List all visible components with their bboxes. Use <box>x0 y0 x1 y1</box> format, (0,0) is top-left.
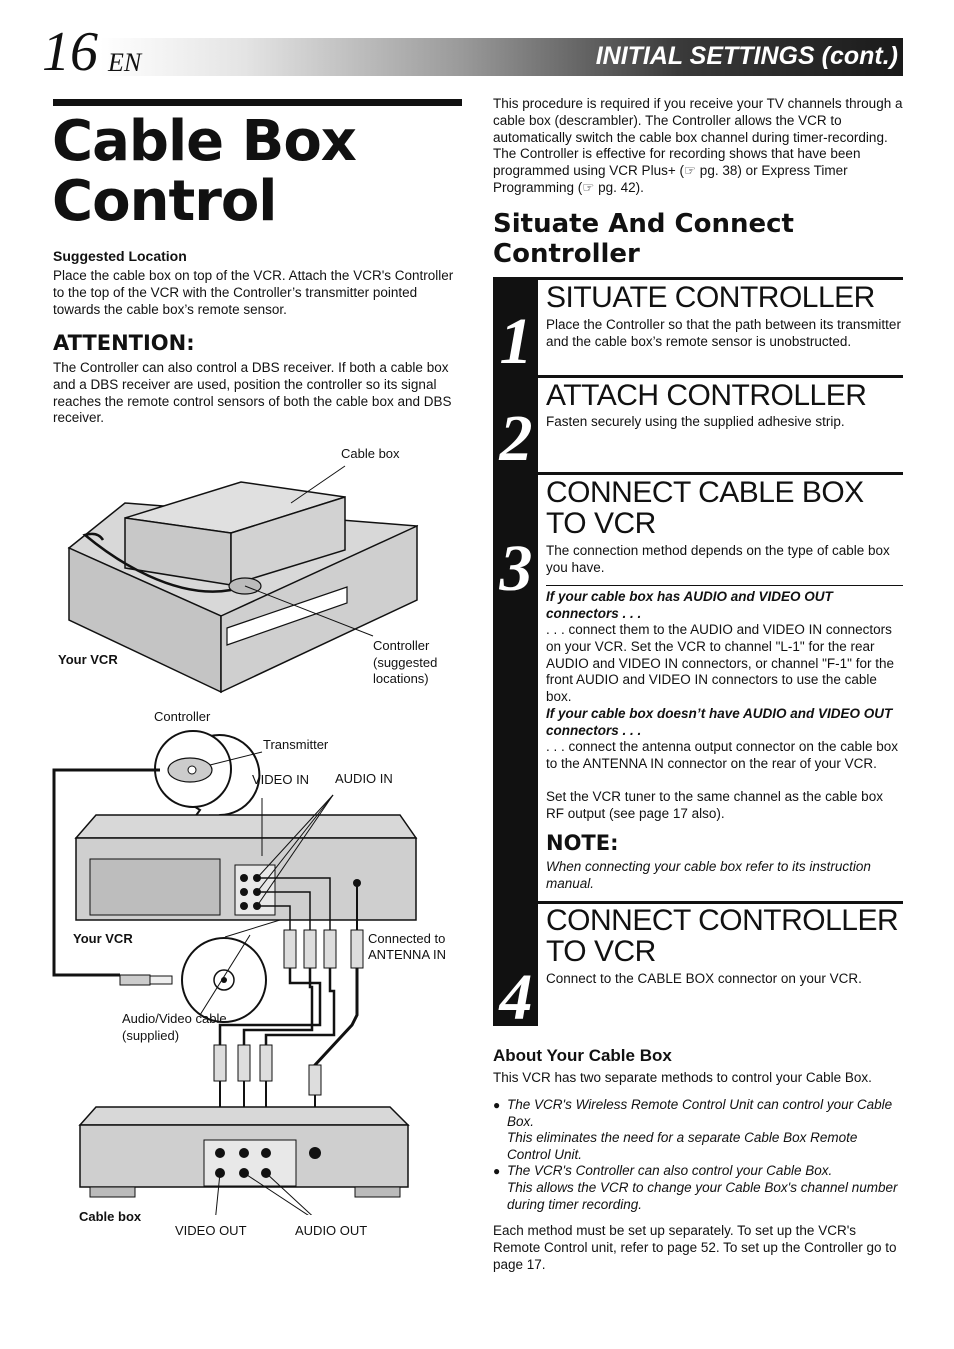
about-bullet-2-line1: The VCR's Controller can also control yo… <box>507 1163 833 1178</box>
note-heading: NOTE: <box>546 831 619 855</box>
step-3-case2-text: . . . connect the antenna output connect… <box>546 739 899 771</box>
step-3-rule <box>538 472 903 475</box>
label-video-out: VIDEO OUT <box>175 1223 247 1238</box>
label-audio-in: AUDIO IN <box>335 771 393 786</box>
bullet-dot-1: ● <box>493 1098 501 1112</box>
sub-heading: Situate And Connect Controller <box>493 209 794 269</box>
step-3-case1-text: . . . connect them to the AUDIO and VIDE… <box>546 622 894 705</box>
about-bullet-1-line1: The VCR's Wireless Remote Control Unit c… <box>507 1097 893 1129</box>
step-3-case1-heading: If your cable box has AUDIO and VIDEO OU… <box>546 589 833 621</box>
step-1-number: 1 <box>499 305 533 378</box>
about-text: This VCR has two separate methods to con… <box>493 1070 872 1085</box>
step-1-heading: SITUATE CONTROLLER <box>546 281 875 314</box>
step-3-heading: CONNECT CABLE BOX TO VCR <box>546 476 864 540</box>
step-4-rule <box>538 901 903 904</box>
label-connected-to-2: ANTENNA IN <box>368 947 447 962</box>
label-transmitter: Transmitter <box>263 737 329 752</box>
about-footer: Each method must be set up separately. T… <box>493 1223 897 1272</box>
label-controller-suggested-2: (suggested <box>373 655 438 670</box>
attention-text: The Controller can also control a DBS re… <box>53 360 452 426</box>
header-band <box>100 38 903 76</box>
attention-heading: ATTENTION: <box>53 331 195 355</box>
label-controller-suggested-1: Controller <box>373 638 430 653</box>
page-title: Cable Box Control <box>52 112 472 232</box>
step-3-case2-text2: Set the VCR tuner to the same channel as… <box>546 789 883 821</box>
step-2-bar <box>493 376 538 473</box>
label-av-cable-1: Audio/Video cable <box>122 1011 227 1026</box>
step-2-heading: ATTACH CONTROLLER <box>546 379 867 412</box>
label-connected-to-1: Connected to <box>368 931 446 946</box>
about-heading: About Your Cable Box <box>493 1046 672 1065</box>
step-3-divider <box>546 585 903 586</box>
step-1-text: Place the Controller so that the path be… <box>546 317 901 349</box>
cable-box-on-vcr-illustration <box>67 465 419 694</box>
step-4-text: Connect to the CABLE BOX connector on yo… <box>546 971 862 986</box>
suggested-location-heading: Suggested Location <box>53 248 187 264</box>
label-cable-box-bottom: Cable box <box>79 1209 142 1224</box>
label-controller-suggested-3: locations) <box>373 671 429 686</box>
step-4-heading: CONNECT CONTROLLER TO VCR <box>546 904 899 968</box>
label-your-vcr-top: Your VCR <box>58 652 118 667</box>
step-2-rule <box>538 375 903 378</box>
bullet-dot-2: ● <box>493 1164 501 1178</box>
step-4-bar <box>493 902 538 1026</box>
title-rule <box>53 99 462 106</box>
about-bullet-1-line2: This eliminates the need for a separate … <box>507 1130 858 1162</box>
step-3-text: The connection method depends on the typ… <box>546 543 890 575</box>
step-2-text: Fasten securely using the supplied adhes… <box>546 414 845 429</box>
step-2-number: 2 <box>499 402 533 475</box>
page-title-line1: Cable Box <box>52 109 357 174</box>
step-4-number: 4 <box>499 961 533 1034</box>
step-1-bar <box>493 278 538 376</box>
connection-diagram <box>52 730 418 1215</box>
section-title: INITIAL SETTINGS (cont.) <box>595 42 898 70</box>
page-number: 16 <box>42 21 98 83</box>
step-3-case2-heading: If your cable box doesn’t have AUDIO and… <box>546 706 893 738</box>
label-controller: Controller <box>154 709 211 724</box>
step-3-number: 3 <box>499 532 533 605</box>
intro-text: This procedure is required if you receiv… <box>493 96 903 195</box>
label-av-cable-2: (supplied) <box>122 1028 180 1043</box>
label-your-vcr-bottom: Your VCR <box>73 931 133 946</box>
label-video-in: VIDEO IN <box>252 772 310 787</box>
label-audio-out: AUDIO OUT <box>295 1223 368 1238</box>
step-3-bar <box>493 473 538 902</box>
page-language: EN <box>108 48 142 77</box>
note-text: When connecting your cable box refer to … <box>546 859 871 891</box>
step-1-rule <box>493 277 903 280</box>
about-bullet-2-line2: This allows the VCR to change your Cable… <box>507 1180 898 1212</box>
page-title-line2: Control <box>52 169 278 234</box>
label-cable-box-top: Cable box <box>341 446 400 461</box>
suggested-location-text: Place the cable box on top of the VCR. A… <box>53 268 454 317</box>
